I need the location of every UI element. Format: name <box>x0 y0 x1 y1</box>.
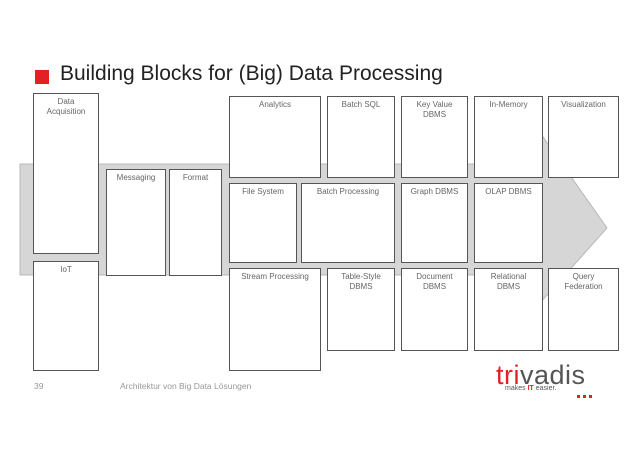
box-document-dbms: Document DBMS <box>401 268 468 351</box>
box-messaging: Messaging <box>106 169 166 276</box>
title-bullet <box>35 70 49 84</box>
tagline-prefix: makes <box>505 385 528 392</box>
box-graph-dbms: Graph DBMS <box>401 183 468 263</box>
page-number: 39 <box>34 381 44 391</box>
logo-part-vadis: vadis <box>520 360 586 390</box>
box-visualization: Visualization <box>548 96 619 178</box>
box-batch-processing: Batch Processing <box>301 183 395 263</box>
box-table-style-dbms: Table-Style DBMS <box>327 268 395 351</box>
box-iot: IoT <box>33 261 99 371</box>
box-query-federation: Query Federation <box>548 268 619 351</box>
logo-part-tri: tri <box>496 360 520 390</box>
logo-tagline: makes IT easier. <box>505 385 556 392</box>
logo-dots <box>574 385 592 403</box>
box-batch-sql: Batch SQL <box>327 96 395 178</box>
box-format: Format <box>169 169 222 276</box>
trivadis-logo: trivadis <box>496 360 586 391</box>
box-relational-dbms: Relational DBMS <box>474 268 543 351</box>
box-file-system: File System <box>229 183 297 263</box>
box-key-value-dbms: Key Value DBMS <box>401 96 468 178</box>
box-olap-dbms: OLAP DBMS <box>474 183 543 263</box>
box-stream-processing: Stream Processing <box>229 268 321 371</box>
box-data-acquisition: Data Acquisition <box>33 93 99 254</box>
footer-text: Architektur von Big Data Lösungen <box>120 381 252 391</box>
box-analytics: Analytics <box>229 96 321 178</box>
slide-title: Building Blocks for (Big) Data Processin… <box>60 62 443 85</box>
box-in-memory: In-Memory <box>474 96 543 178</box>
tagline-suffix: easier. <box>533 385 557 392</box>
tagline-highlight: IT <box>527 385 534 392</box>
